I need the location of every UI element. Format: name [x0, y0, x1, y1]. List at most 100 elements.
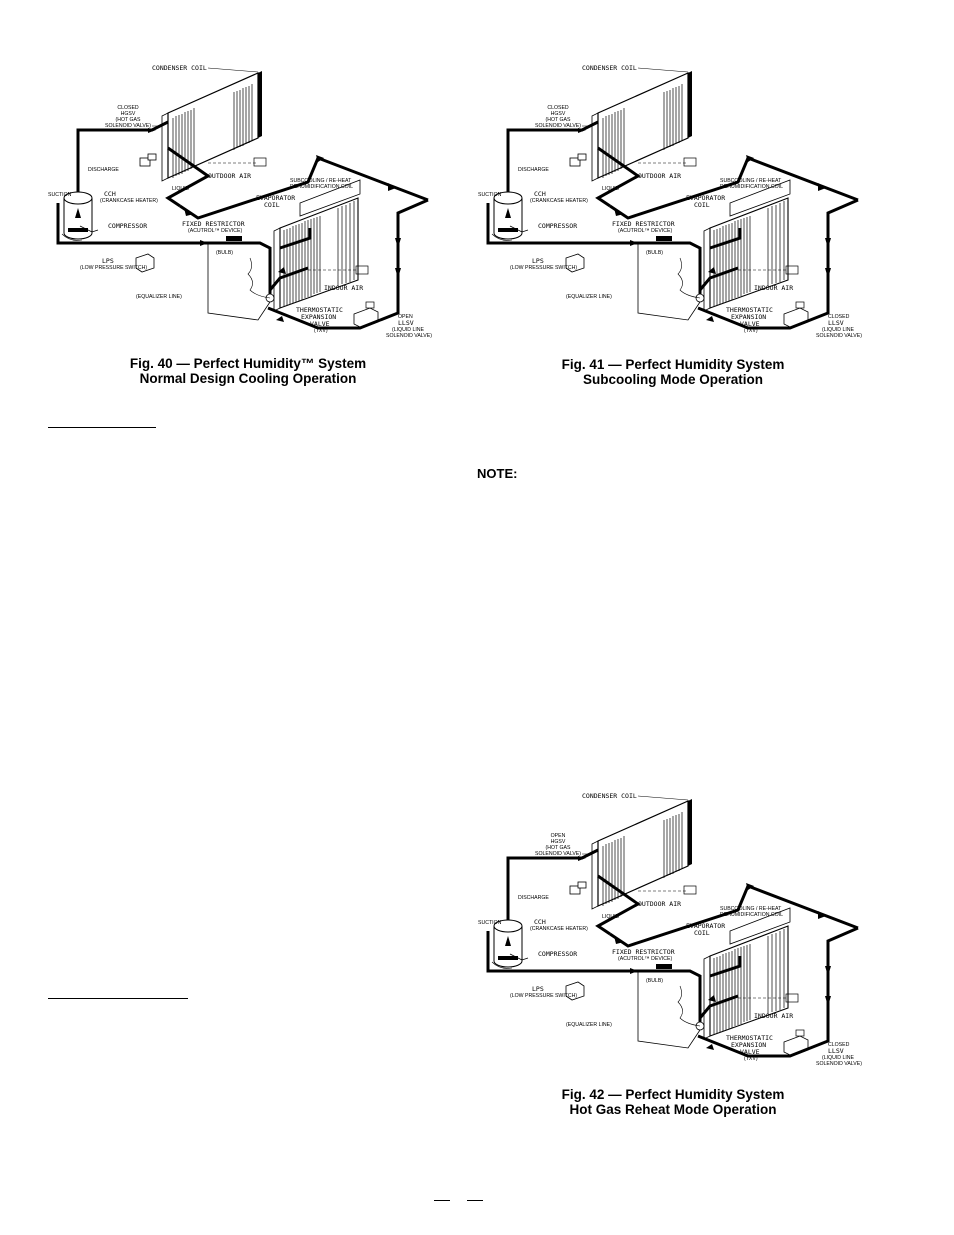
fixed-restrictor	[656, 236, 672, 241]
caption-line-2: Normal Design Cooling Operation	[139, 371, 357, 386]
label-condenser-coil: CONDENSER COIL	[582, 64, 637, 72]
label-coil: COIL	[694, 929, 710, 937]
label-outdoor-air: OUTDOOR AIR	[638, 172, 681, 180]
compressor	[491, 919, 529, 969]
label-llsv-state: CLOSED	[828, 1042, 850, 1048]
label-hgsv: HGSV	[551, 839, 566, 845]
hgsv-valve	[569, 881, 587, 895]
label-outdoor-air: OUTDOOR AIR	[208, 172, 251, 180]
label-compressor: COMPRESSOR	[538, 950, 577, 958]
label-fixed-restrictor: FIXED RESTRICTOR	[182, 220, 245, 228]
label-subcooling: SUBCOOLING / RE-HEAT	[720, 906, 782, 912]
fixed-restrictor	[656, 964, 672, 969]
refrigeration-diagram: CONDENSER COIL CLOSED HGSV (HOT GAS SOLE…	[478, 64, 862, 339]
flow-arrows	[75, 128, 401, 322]
label-dehumid: DEHUMIDIFICATION COIL	[290, 184, 353, 190]
condenser-coil	[591, 799, 692, 910]
refrigeration-diagram: CONDENSER COIL CLOSED HGSV (HOT GAS SOLE…	[48, 64, 432, 339]
lps-switch	[135, 253, 155, 273]
label-coil: COIL	[694, 201, 710, 209]
label-hgsv-state: CLOSED	[547, 105, 569, 111]
label-liquid-line: (LIQUID LINE	[822, 327, 855, 333]
label-dehumid: DEHUMIDIFICATION COIL	[720, 912, 783, 918]
label-expansion: EXPANSION	[731, 313, 766, 321]
label-fixed-restrictor: FIXED RESTRICTOR	[612, 220, 675, 228]
label-solenoid-valve: SOLENOID VALVE)	[535, 123, 581, 129]
label-dehumid: DEHUMIDIFICATION COIL	[720, 184, 783, 190]
evaporator-coil	[273, 179, 361, 312]
compressor	[491, 191, 529, 241]
label-lps: LPS	[532, 985, 544, 993]
label-condenser-coil: CONDENSER COIL	[582, 792, 637, 800]
label-solenoid-valve: SOLENOID VALVE)	[535, 851, 581, 857]
condenser-coil	[161, 71, 262, 182]
label-acutrol: (ACUTROL™ DEVICE)	[618, 956, 672, 962]
label-evaporator: EVAPORATOR	[686, 194, 725, 202]
figure-40: CONDENSER COIL CLOSED HGSV (HOT GAS SOLE…	[48, 58, 468, 358]
label-thermostatic: THERMOSTATIC	[726, 1034, 773, 1042]
flow-arrows	[505, 856, 831, 1050]
label-suction: SUCTION	[478, 920, 502, 926]
caption-line-1: Fig. 41 — Perfect Humidity System	[561, 357, 785, 372]
label-fixed-restrictor: FIXED RESTRICTOR	[612, 948, 675, 956]
label-cch: CCH	[534, 190, 546, 198]
label-hot-gas: (HOT GAS	[116, 117, 142, 123]
label-crankcase: (CRANKCASE HEATER)	[530, 926, 588, 932]
label-valve: VALVE	[740, 320, 760, 328]
txv-valve	[677, 985, 705, 1031]
label-expansion: EXPANSION	[301, 313, 336, 321]
figure-40-caption: Fig. 40 — Perfect Humidity™ System Norma…	[48, 356, 448, 386]
label-equalizer: (EQUALIZER LINE)	[566, 1022, 612, 1028]
label-equalizer: (EQUALIZER LINE)	[566, 294, 612, 300]
label-bulb: (BULB)	[646, 978, 663, 984]
page-number-rule-left	[434, 1200, 450, 1201]
label-hgsv-state: OPEN	[551, 833, 566, 839]
label-cch: CCH	[534, 918, 546, 926]
label-compressor: COMPRESSOR	[538, 222, 577, 230]
label-liquid: LIQUID	[602, 186, 620, 192]
label-hot-gas: (HOT GAS	[546, 845, 572, 851]
label-indoor-air: INDOOR AIR	[754, 284, 793, 292]
caption-line-1: Fig. 42 — Perfect Humidity System	[561, 1087, 785, 1102]
label-txv: (TXV)	[744, 1056, 758, 1062]
heading-rule	[48, 427, 156, 428]
page-number-rule-right	[467, 1200, 483, 1201]
label-compressor: COMPRESSOR	[108, 222, 147, 230]
label-subcooling: SUBCOOLING / RE-HEAT	[720, 178, 782, 184]
label-valve: VALVE	[740, 1048, 760, 1056]
label-txv: (TXV)	[744, 328, 758, 334]
label-suction: SUCTION	[478, 192, 502, 198]
figure-42-caption: Fig. 42 — Perfect Humidity System Hot Ga…	[473, 1087, 873, 1117]
outdoor-air-arrow	[208, 157, 267, 167]
label-solenoid-valve-2: SOLENOID VALVE)	[386, 333, 432, 339]
label-solenoid-valve-2: SOLENOID VALVE)	[816, 333, 862, 339]
label-liquid: LIQUID	[602, 914, 620, 920]
label-hgsv: HGSV	[121, 111, 136, 117]
label-indoor-air: INDOOR AIR	[754, 1012, 793, 1020]
label-evaporator: EVAPORATOR	[256, 194, 295, 202]
heading-rule-2	[48, 998, 188, 999]
condenser-coil	[591, 71, 692, 182]
caption-line-2: Hot Gas Reheat Mode Operation	[569, 1102, 777, 1117]
label-acutrol: (ACUTROL™ DEVICE)	[188, 228, 242, 234]
label-lps: LPS	[532, 257, 544, 265]
label-outdoor-air: OUTDOOR AIR	[638, 900, 681, 908]
lps-switch	[565, 253, 585, 273]
caption-line-2: Subcooling Mode Operation	[583, 372, 763, 387]
label-liquid-line: (LIQUID LINE	[822, 1055, 855, 1061]
label-low-pressure: (LOW PRESSURE SWITCH)	[80, 265, 147, 271]
label-lps: LPS	[102, 257, 114, 265]
label-condenser-coil: CONDENSER COIL	[152, 64, 207, 72]
label-suction: SUCTION	[48, 192, 72, 198]
label-coil: COIL	[264, 201, 280, 209]
figure-41-caption: Fig. 41 — Perfect Humidity System Subcoo…	[473, 357, 873, 387]
label-llsv-state: CLOSED	[828, 314, 850, 320]
label-low-pressure: (LOW PRESSURE SWITCH)	[510, 993, 577, 999]
label-thermostatic: THERMOSTATIC	[726, 306, 773, 314]
flow-arrows	[505, 128, 831, 322]
label-discharge: DISCHARGE	[88, 167, 119, 173]
label-crankcase: (CRANKCASE HEATER)	[100, 198, 158, 204]
refrigeration-diagram: CONDENSER COIL OPEN HGSV (HOT GAS SOLENO…	[478, 792, 862, 1067]
label-liquid-line: (LIQUID LINE	[392, 327, 425, 333]
label-cch: CCH	[104, 190, 116, 198]
